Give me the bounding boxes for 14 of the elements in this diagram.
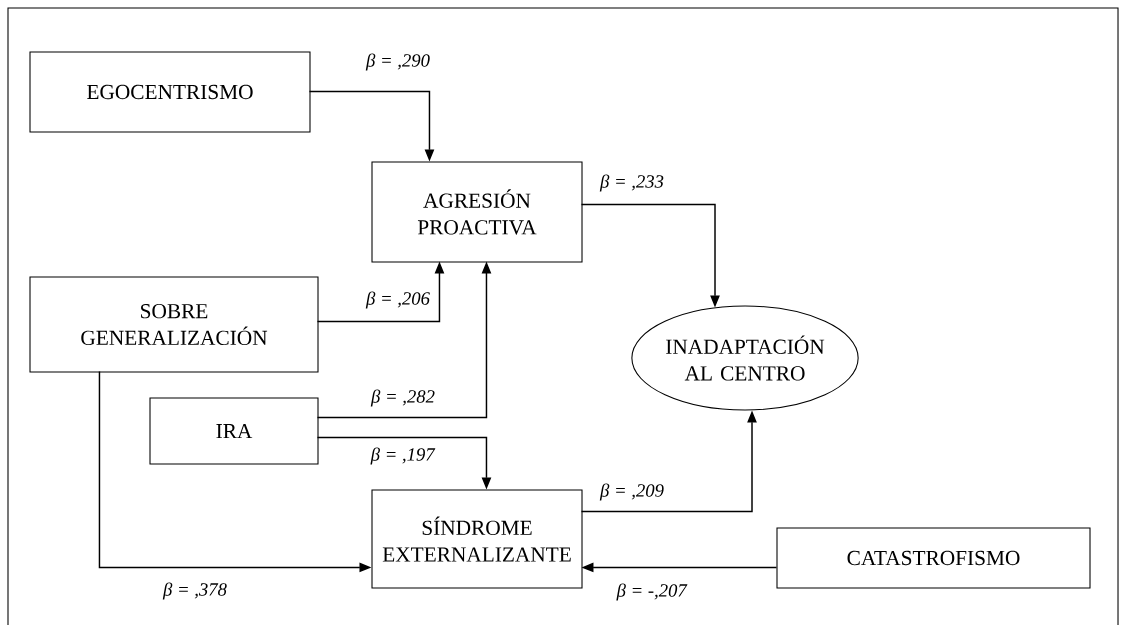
edge-label: β = ,282 <box>370 389 435 407</box>
edge-label: β = ,206 <box>365 291 430 309</box>
variable-box: AGRESIÓN PROACTIVA <box>371 161 583 263</box>
variable-box: EGOCENTRISMO <box>29 51 311 133</box>
edge-label: β = -,207 <box>616 583 688 601</box>
edge-label: β = ,209 <box>599 483 664 501</box>
edge-label: β = ,197 <box>370 447 436 465</box>
variable-box: IRA <box>149 397 319 465</box>
edge-label: β = ,290 <box>365 53 430 71</box>
variable-box: SOBRE GENERALIZACIÓN <box>29 276 319 373</box>
edge-label: β = ,378 <box>162 582 227 600</box>
variable-box: SÍNDROME EXTERNALIZANTE <box>371 489 583 589</box>
edge-label: β = ,233 <box>599 174 664 192</box>
variable-box: CATASTROFISMO <box>776 527 1091 589</box>
